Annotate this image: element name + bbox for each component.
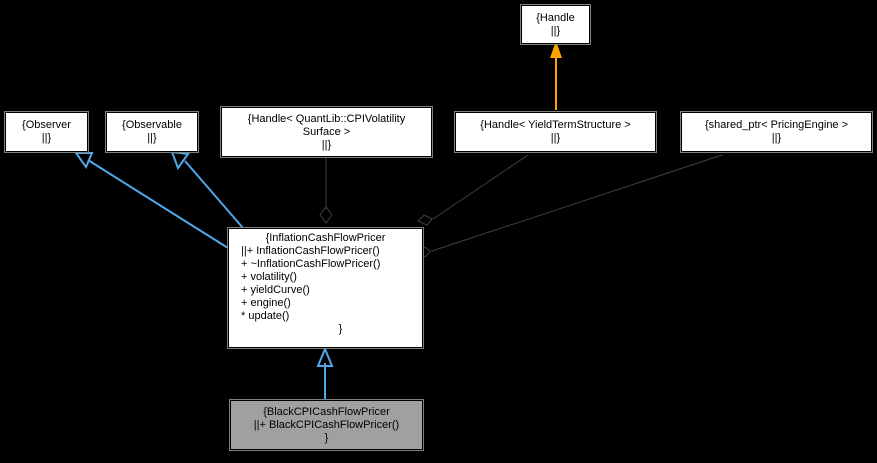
- inflation-cash-flow-pricer-title: {InflationCashFlowPricer: [265, 232, 386, 244]
- edge-inflation-to-observable: [170, 150, 244, 229]
- inflation-cash-flow-pricer-member-3: + yieldCurve(): [241, 284, 310, 296]
- observable-node[interactable]: {Observable ||}: [105, 111, 199, 153]
- observer-node-line-1: ||}: [41, 132, 52, 144]
- inflation-cash-flow-pricer-member-4: + engine(): [241, 297, 291, 309]
- observable-node-line-0: {Observable: [122, 119, 182, 131]
- edge-cpivolatilitysurface-to-inflation: [319, 157, 333, 224]
- handle-cpivolatilitysurface-node-line-0: {Handle< QuantLib::CPIVolatility: [247, 112, 406, 125]
- observer-node-line-0: {Observer: [22, 119, 71, 131]
- shared-ptr-pricingengine-node-line-0: {shared_ptr< PricingEngine >: [704, 119, 849, 131]
- black-cpi-cash-flow-pricer-line-1: ||+ BlackCPICashFlowPricer(): [253, 418, 400, 431]
- handle-yieldtermstructure-node-line-0: {Handle< YieldTermStructure >: [480, 119, 631, 131]
- handle-yieldtermstructure-node[interactable]: {Handle< YieldTermStructure > ||}: [454, 111, 657, 153]
- observable-node-line-1: ||}: [147, 132, 157, 144]
- black-cpi-cash-flow-pricer-line-2: }: [324, 431, 329, 444]
- edge-pricingengine-to-inflation: [416, 154, 723, 258]
- edge-handle-yieldtermstructure-to-handle: [550, 41, 562, 110]
- black-cpi-cash-flow-pricer-node[interactable]: {BlackCPICashFlowPricer ||+ BlackCPICash…: [229, 399, 424, 451]
- handle-yieldtermstructure-node-line-1: ||}: [550, 132, 561, 144]
- edge-yieldtermstructure-to-inflation: [417, 154, 529, 226]
- inflation-cash-flow-pricer-member-0: ||+ InflationCashFlowPricer(): [241, 245, 380, 257]
- inflation-cash-flow-pricer-member-1: + ~InflationCashFlowPricer(): [241, 258, 381, 270]
- shared-ptr-pricingengine-node-line-1: ||}: [771, 132, 782, 144]
- inflation-cash-flow-pricer-node[interactable]: {InflationCashFlowPricer ||+ InflationCa…: [227, 227, 424, 349]
- observer-node[interactable]: {Observer ||}: [4, 111, 89, 153]
- inflation-cash-flow-pricer-member-2: + volatility(): [241, 271, 297, 283]
- handle-cpivolatilitysurface-node-line-1: Surface >: [302, 125, 351, 138]
- inflation-cash-flow-pricer-closer: }: [338, 323, 343, 335]
- inflation-cash-flow-pricer-member-5: * update(): [241, 310, 290, 322]
- black-cpi-cash-flow-pricer-line-0: {BlackCPICashFlowPricer: [263, 405, 390, 418]
- handle-node-line-1: ||}: [550, 24, 561, 37]
- edge-blackcpi-to-inflation: [316, 346, 334, 400]
- shared-ptr-pricingengine-node[interactable]: {shared_ptr< PricingEngine > ||}: [680, 111, 873, 153]
- handle-cpivolatilitysurface-node-line-2: ||}: [321, 138, 332, 151]
- handle-node-line-0: {Handle: [536, 11, 575, 24]
- handle-node[interactable]: {Handle ||}: [520, 4, 591, 45]
- handle-cpivolatilitysurface-node[interactable]: {Handle< QuantLib::CPIVolatility Surface…: [220, 106, 433, 158]
- edge-inflation-to-observer: [74, 152, 229, 249]
